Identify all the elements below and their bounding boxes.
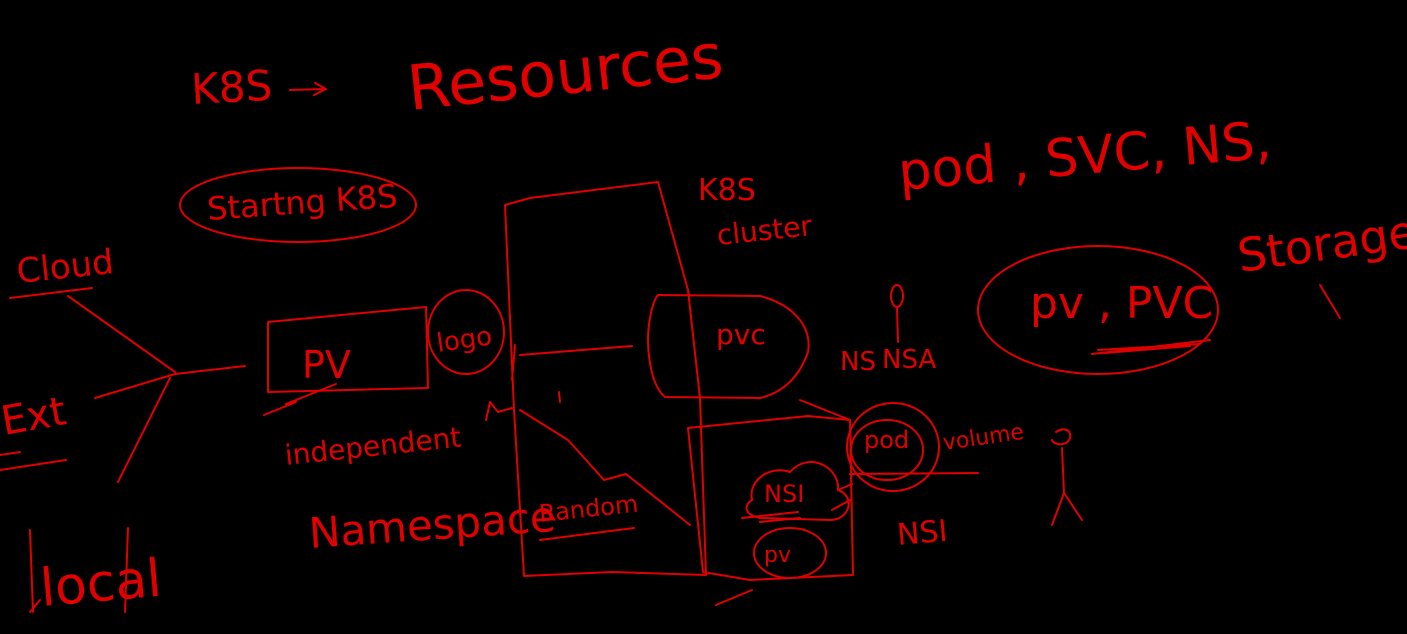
ns-box [687, 415, 854, 581]
nsa-body [896, 307, 899, 343]
ns-box-tail [715, 589, 753, 606]
ns-box-text: NS [840, 347, 876, 377]
nsi-inner-text: NSI [764, 480, 804, 508]
to-pv-connector [174, 365, 246, 375]
local-stroke-2 [124, 527, 129, 613]
logo-text: logo [435, 321, 494, 358]
k8s-cluster-label-2: cluster [715, 209, 814, 252]
random-underline [539, 527, 635, 541]
pvc-shape [647, 294, 810, 399]
ext-connector [94, 373, 176, 399]
pv-inner-circle [753, 527, 827, 579]
ext-underline-2 [0, 451, 21, 456]
ext-underline [0, 459, 67, 471]
pod-circle-inner [850, 419, 924, 481]
volume-text: volume [941, 420, 1025, 456]
namespace-text: Namespace [307, 492, 557, 558]
logo-circle [427, 289, 505, 375]
nsi-underline [741, 511, 801, 523]
pv-inner-text: pv [764, 543, 791, 568]
pv-text: PV [302, 343, 351, 387]
pod-list-text: pod , SVC, NS, [896, 111, 1274, 203]
pvc-box-text: pvc [716, 318, 766, 351]
storage-text: Storage [1234, 204, 1407, 283]
nsi-outer-text: NSI [896, 514, 949, 553]
title-resources-text: Resources [404, 19, 727, 125]
local-stroke [29, 529, 41, 613]
pv-box [267, 306, 429, 393]
storage-hook [1319, 284, 1341, 319]
cluster-diagonal [519, 409, 691, 526]
pod-connector [799, 399, 853, 511]
cluster-box [504, 181, 707, 577]
cluster-squiggle [485, 401, 513, 421]
pod-small-text: pod [864, 426, 909, 454]
starting-k8s-oval [179, 167, 417, 243]
pv-underline [263, 383, 337, 416]
volume-figure [1051, 428, 1083, 526]
independent-text: independent [283, 421, 462, 472]
starting-k8s-text: Startng K8S [206, 177, 399, 228]
title-k8s-text: K8S [190, 61, 273, 114]
cloud-connector [67, 295, 176, 373]
nsa-text: NSA [882, 345, 936, 375]
cloud-text: Cloud [15, 242, 116, 292]
pod-circle-outer [846, 402, 940, 492]
pv-pvc-scribble [1091, 339, 1211, 355]
pv-pvc-text: pv , PVC [1030, 278, 1213, 329]
cloud-underline [9, 287, 93, 299]
pv-pvc-oval [977, 245, 1219, 375]
cluster-tick [558, 391, 561, 403]
local-connector [117, 377, 171, 483]
cluster-arrow [511, 344, 633, 381]
local-text: local [38, 549, 164, 619]
title-arrow [289, 82, 327, 96]
k8s-cluster-label-1: K8S [698, 173, 756, 208]
nsa-head [890, 284, 904, 308]
pod-line [849, 472, 979, 475]
ext-text: Ext [0, 388, 69, 445]
